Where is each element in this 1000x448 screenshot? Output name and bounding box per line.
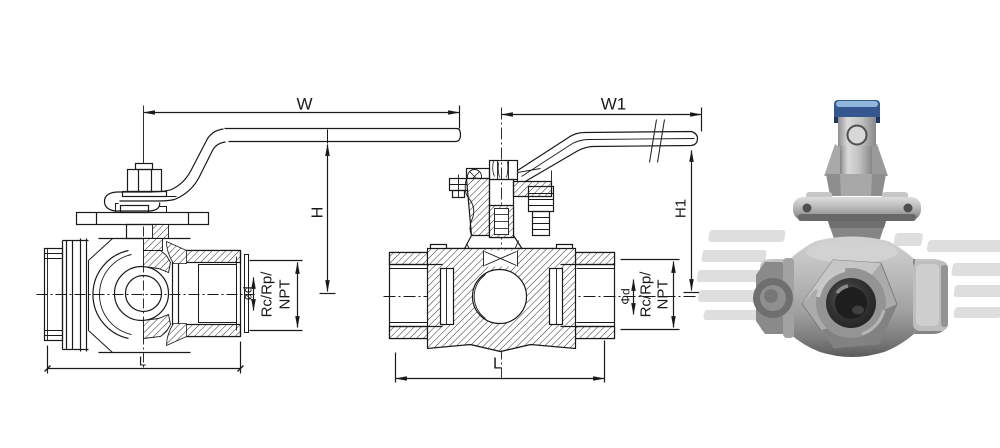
svg-text:Rc/Rp/: Rc/Rp/: [638, 271, 655, 318]
svg-text:Rc/Rp/: Rc/Rp/: [259, 271, 276, 318]
svg-text:W1: W1: [601, 95, 627, 114]
svg-text:H: H: [310, 207, 327, 219]
svg-text:H1: H1: [673, 199, 690, 218]
svg-text:Φd: Φd: [619, 288, 633, 304]
svg-text:W: W: [296, 95, 312, 114]
svg-text:ød: ød: [241, 286, 255, 300]
svg-text:L: L: [493, 356, 502, 373]
svg-text:L: L: [139, 354, 146, 369]
svg-text:NPT: NPT: [655, 280, 672, 310]
svg-text:NPT: NPT: [277, 280, 294, 310]
